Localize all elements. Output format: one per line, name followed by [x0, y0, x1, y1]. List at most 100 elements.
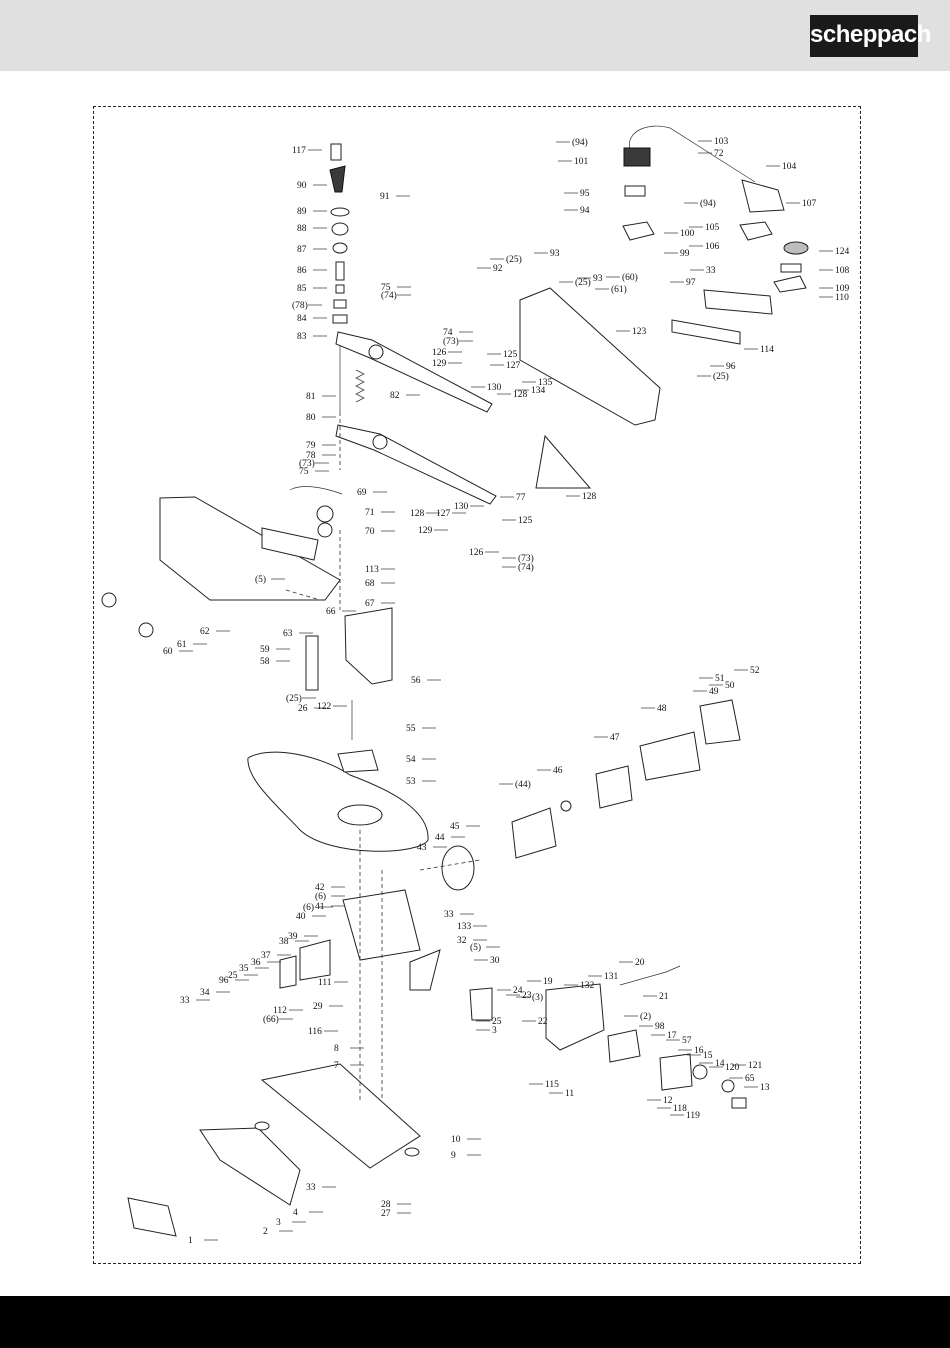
part-label: 56 — [411, 676, 421, 686]
part-label: 21 — [659, 992, 669, 1002]
part-label: 35 — [239, 964, 249, 974]
part-label: 130 — [454, 502, 469, 512]
part-label: 106 — [705, 242, 720, 252]
part-label: 34 — [200, 988, 210, 998]
part-label: 17 — [667, 1031, 677, 1041]
part-label: 78 — [306, 451, 316, 461]
part-label: 20 — [635, 958, 645, 968]
part-label: 68 — [365, 579, 375, 589]
tension-column — [329, 143, 365, 412]
part-label: 94 — [580, 206, 590, 216]
part-label: 40 — [296, 912, 306, 922]
part-label: 24 — [513, 986, 523, 996]
part-label: (94) — [572, 137, 588, 148]
upper-arm — [335, 331, 493, 413]
part-label: 33 — [180, 996, 190, 1006]
blower-hose-assembly — [622, 125, 809, 293]
part-label: 3 — [276, 1218, 281, 1228]
work-table — [247, 749, 429, 852]
part-label: (5) — [255, 574, 266, 585]
part-label: 69 — [357, 488, 367, 498]
part-label: (3) — [532, 992, 543, 1003]
part-label: 60 — [163, 647, 173, 657]
part-label: 126 — [469, 548, 484, 558]
part-label: 51 — [715, 674, 725, 684]
part-label: 11 — [565, 1089, 574, 1099]
part-label: 70 — [365, 527, 375, 537]
part-label: 111 — [318, 978, 332, 988]
part-label: 48 — [657, 704, 667, 714]
part-label: 104 — [782, 162, 797, 172]
part-label: 10 — [451, 1135, 461, 1145]
part-label: 90 — [297, 181, 307, 191]
part-label: 100 — [680, 229, 695, 239]
part-label: 128 — [513, 390, 528, 400]
part-label: 128 — [582, 492, 597, 502]
part-label: 85 — [297, 284, 307, 294]
part-label: 120 — [725, 1063, 740, 1073]
part-label: 8 — [334, 1044, 339, 1054]
part-label: 88 — [297, 224, 307, 234]
part-label: 67 — [365, 599, 375, 609]
part-label: 109 — [835, 284, 850, 294]
part-label: (73) — [443, 336, 459, 347]
part-label: (74) — [381, 290, 397, 301]
part-label: (25) — [575, 277, 591, 288]
part-label: 118 — [673, 1104, 687, 1114]
part-label: 27 — [381, 1209, 391, 1219]
part-label: 33 — [444, 910, 454, 920]
part-label: 13 — [760, 1083, 770, 1093]
part-label: 95 — [580, 189, 590, 199]
part-label: 9 — [451, 1151, 456, 1161]
part-label: 19 — [543, 977, 553, 987]
part-label: (6) — [303, 902, 314, 913]
part-label: 129 — [432, 359, 447, 369]
part-label: (73) — [299, 458, 315, 469]
part-label: 36 — [251, 958, 261, 968]
part-label: 81 — [306, 392, 316, 402]
part-label: 55 — [406, 724, 416, 734]
part-label: 2 — [263, 1227, 268, 1237]
part-label: 114 — [760, 345, 774, 355]
diagram-frame — [93, 106, 861, 1264]
part-label: 108 — [835, 266, 850, 276]
header-band — [0, 0, 950, 71]
part-label: 28 — [381, 1200, 391, 1210]
lower-arm — [335, 424, 497, 505]
part-label: 122 — [317, 702, 332, 712]
part-label: 130 — [487, 383, 502, 393]
part-label: 124 — [835, 247, 850, 257]
part-label: 91 — [380, 192, 390, 202]
part-label: (25) — [286, 693, 302, 704]
part-label: 93 — [550, 249, 560, 259]
part-label: 86 — [297, 266, 307, 276]
part-label: 63 — [283, 629, 293, 639]
brand-logo: scheppach — [810, 15, 931, 57]
part-label: (5) — [470, 942, 481, 953]
part-label: 37 — [261, 951, 271, 961]
part-label: 39 — [288, 932, 298, 942]
part-label: 119 — [686, 1111, 700, 1121]
part-label: 4 — [293, 1208, 298, 1218]
part-label: 30 — [490, 956, 500, 966]
part-label: 125 — [518, 516, 533, 526]
part-label: 127 — [436, 509, 451, 519]
part-label: (66) — [263, 1014, 279, 1025]
footer-band — [0, 1296, 950, 1348]
part-label: 46 — [553, 766, 563, 776]
part-label: 83 — [297, 332, 307, 342]
part-label: 38 — [279, 937, 289, 947]
part-label: 96 — [219, 976, 229, 986]
motor-cover — [305, 607, 393, 740]
part-label: 110 — [835, 293, 849, 303]
part-label: 127 — [506, 361, 521, 371]
switch-housing — [545, 965, 747, 1109]
part-label: 53 — [406, 777, 416, 787]
part-label: 97 — [686, 278, 696, 288]
part-label: 66 — [326, 607, 336, 617]
part-label: 116 — [308, 1027, 322, 1037]
part-label: 25 — [228, 971, 238, 981]
part-label: 3 — [492, 1026, 497, 1036]
